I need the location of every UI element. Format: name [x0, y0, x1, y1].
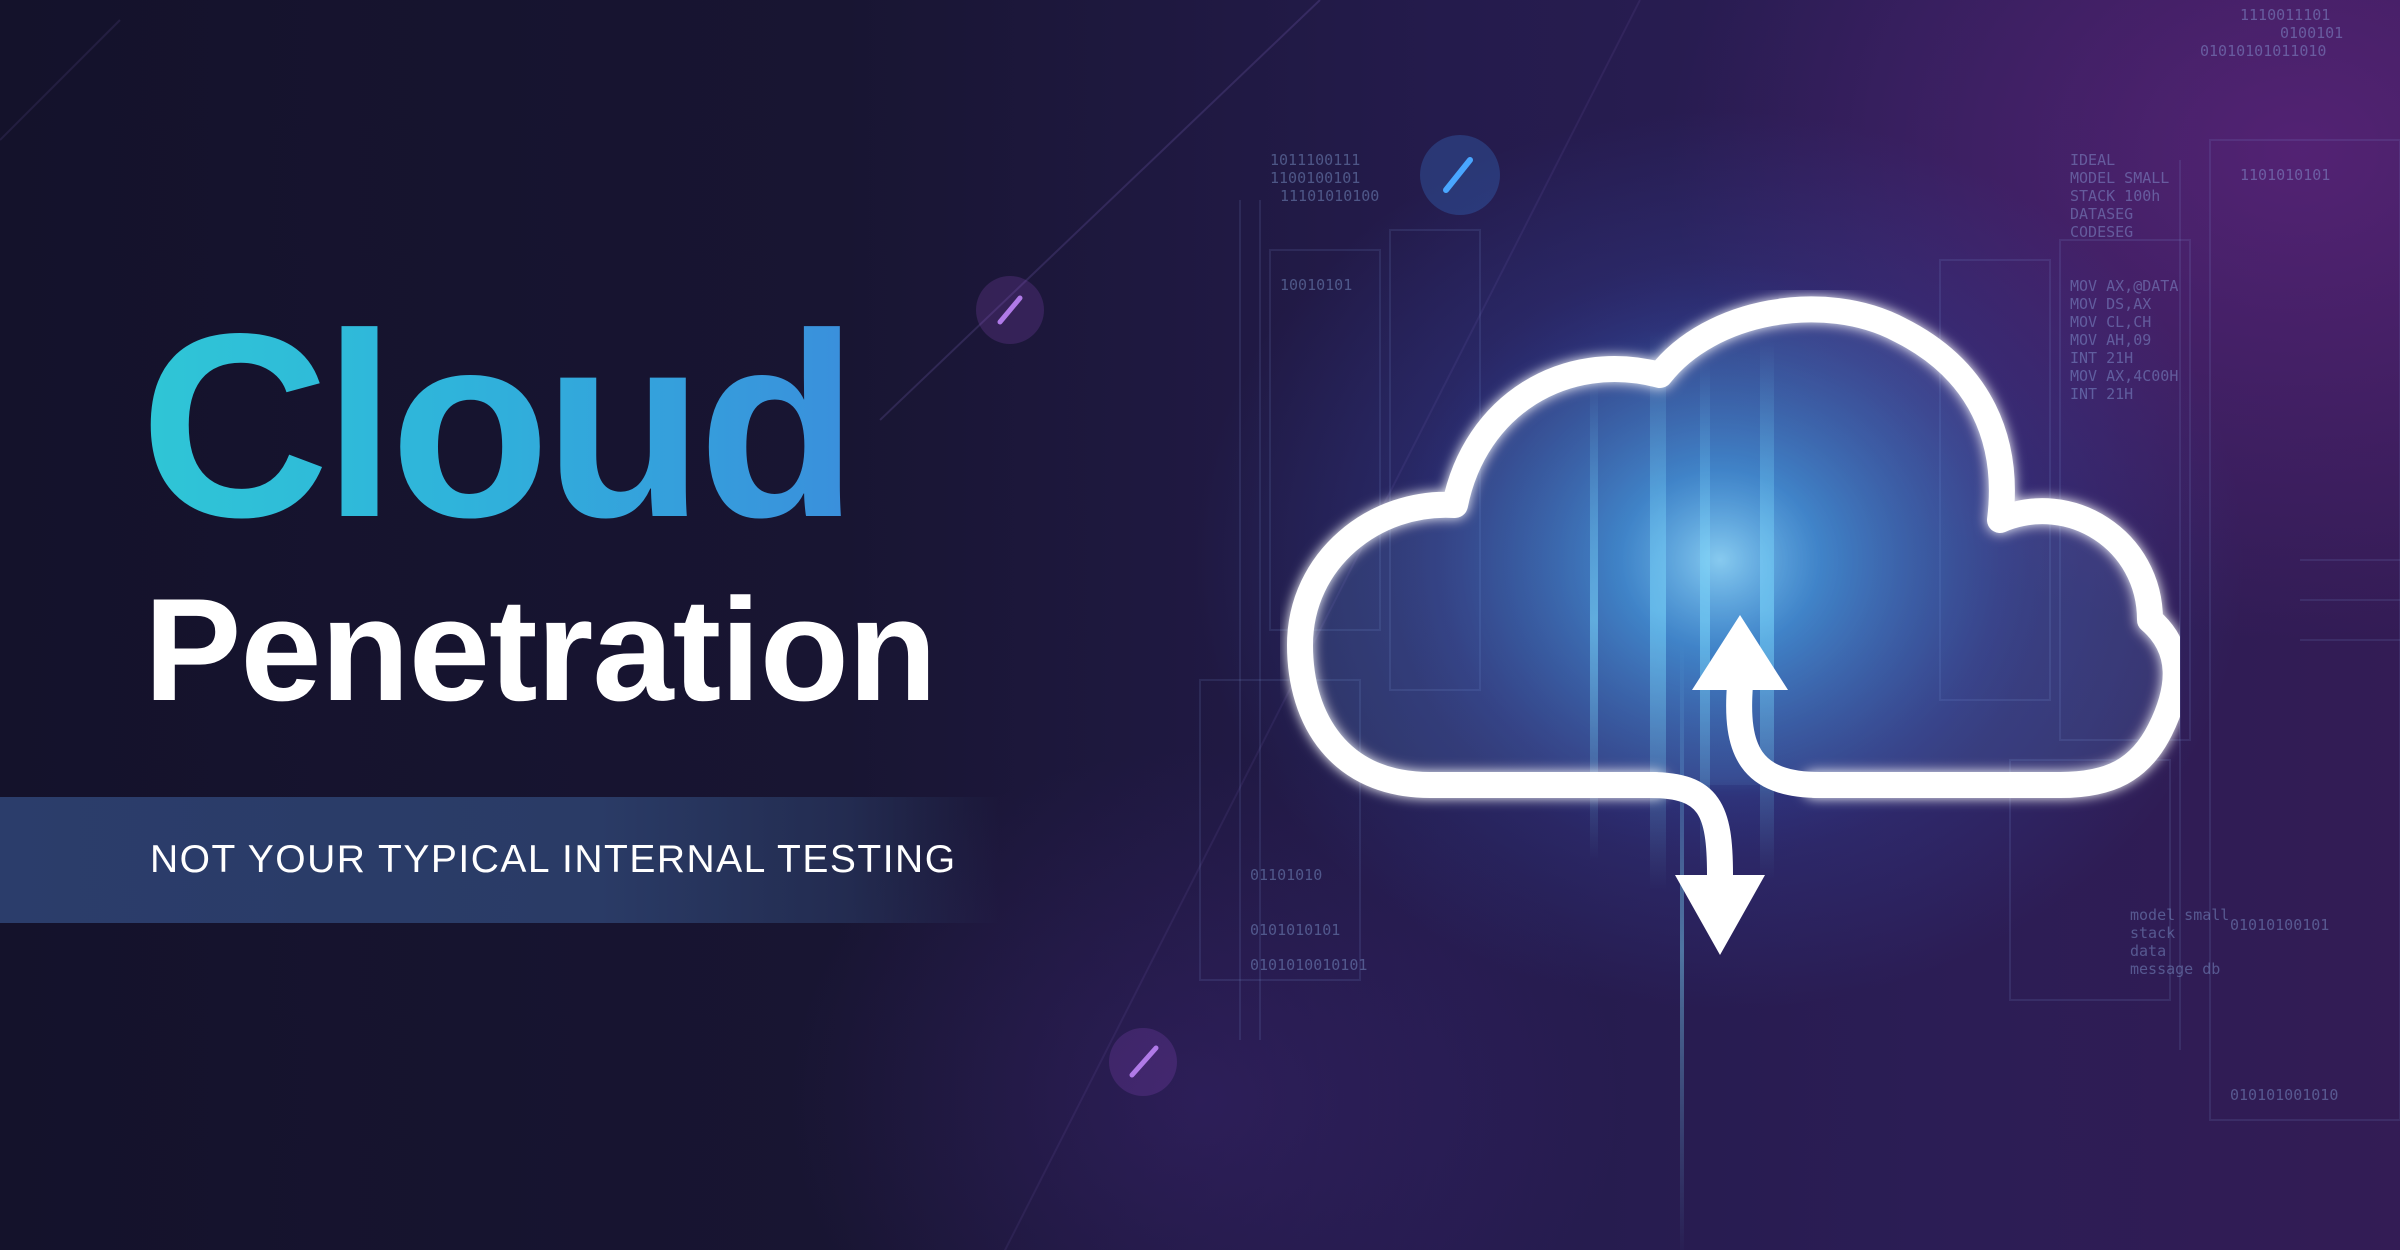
svg-text:MOV AX,@DATA: MOV AX,@DATA	[2070, 277, 2178, 295]
arrow-up-icon	[1692, 615, 1833, 798]
svg-text:1011100111: 1011100111	[1270, 151, 1360, 169]
svg-text:010101001010: 010101001010	[2230, 1086, 2338, 1104]
svg-text:INT 21H: INT 21H	[2070, 385, 2133, 403]
bottom-border	[0, 1250, 2400, 1260]
svg-text:data: data	[2130, 942, 2166, 960]
svg-text:0101010101: 0101010101	[1250, 921, 1340, 939]
cloud-sync-icon	[1287, 296, 2180, 955]
svg-text:1110011101: 1110011101	[2240, 6, 2330, 24]
svg-text:model small: model small	[2130, 906, 2229, 924]
svg-text:1101010101: 1101010101	[2240, 166, 2330, 184]
headline-cloud: Cloud	[140, 279, 858, 572]
arrow-down-icon	[1637, 772, 1765, 955]
light-dash	[976, 135, 1500, 1096]
svg-text:0100101: 0100101	[2280, 24, 2343, 42]
svg-text:11101010100: 11101010100	[1280, 187, 1379, 205]
svg-text:MOV AH,09: MOV AH,09	[2070, 331, 2151, 349]
svg-text:MOV AX,4C00H: MOV AX,4C00H	[2070, 367, 2178, 385]
svg-text:MOV DS,AX: MOV DS,AX	[2070, 295, 2151, 313]
svg-text:DATASEG: DATASEG	[2070, 205, 2133, 223]
tagline: NOT YOUR TYPICAL INTERNAL TESTING	[150, 838, 957, 881]
svg-text:MOV CL,CH: MOV CL,CH	[2070, 313, 2151, 331]
svg-text:01010101011010: 01010101011010	[2200, 42, 2326, 60]
tagline-band	[0, 797, 1000, 923]
svg-text:stack: stack	[2130, 924, 2175, 942]
headline-penetration: Penetration	[144, 568, 937, 731]
svg-text:IDEAL: IDEAL	[2070, 151, 2115, 169]
svg-text:message db: message db	[2130, 960, 2220, 978]
svg-text:STACK 100h: STACK 100h	[2070, 187, 2160, 205]
svg-text:10010101: 10010101	[1280, 276, 1352, 294]
svg-text:0101010010101: 0101010010101	[1250, 956, 1367, 974]
svg-text:INT 21H: INT 21H	[2070, 349, 2133, 367]
svg-text:01010100101: 01010100101	[2230, 916, 2329, 934]
svg-text:MODEL SMALL: MODEL SMALL	[2070, 169, 2169, 187]
svg-text:1100100101: 1100100101	[1270, 169, 1360, 187]
svg-text:CODESEG: CODESEG	[2070, 223, 2133, 241]
svg-text:01101010: 01101010	[1250, 866, 1322, 884]
